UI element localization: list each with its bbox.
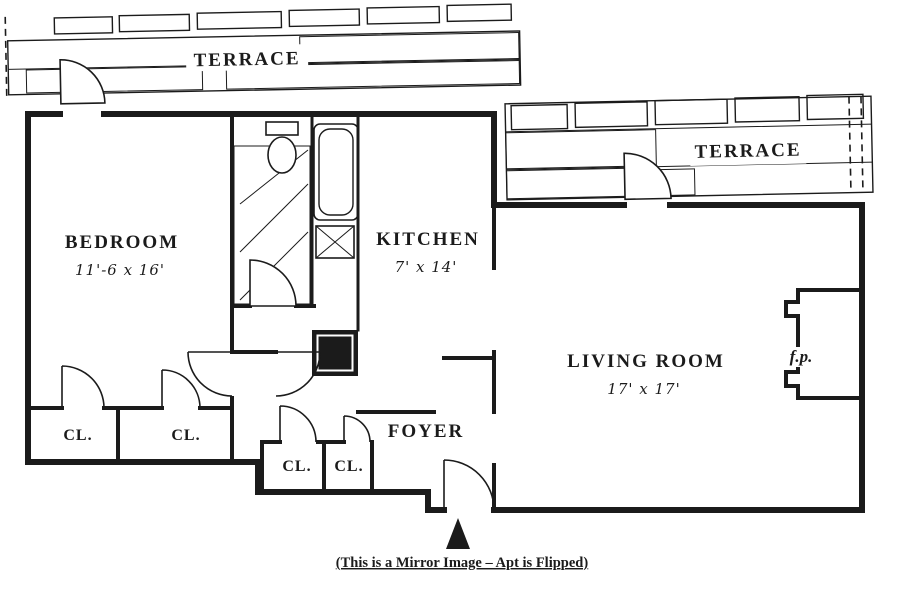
- closet-label-4: CL.: [334, 458, 363, 475]
- kitchen-sink: [315, 225, 355, 259]
- closet-label-3: CL.: [282, 458, 311, 475]
- living-room-dimensions: 17' x 17': [607, 380, 680, 398]
- entrance-arrow-icon: [446, 518, 470, 549]
- terrace-right-label: TERRACE: [694, 140, 801, 163]
- labels: BEDROOM 11'-6 x 16' KITCHEN 7' x 14' LIV…: [63, 229, 823, 475]
- kitchen-label: KITCHEN: [376, 229, 480, 250]
- fireplace-outline: [784, 288, 864, 400]
- foyer-label: FOYER: [388, 421, 465, 442]
- kitchen-dimensions: 7' x 14': [395, 258, 458, 276]
- shaft: [312, 330, 358, 376]
- terrace-top-label: TERRACE: [193, 48, 300, 71]
- closet-label-1: CL.: [63, 427, 92, 444]
- foyer-closet-door-left: [279, 405, 317, 443]
- terrace-right: TERRACE: [504, 93, 874, 201]
- walls: [25, 111, 865, 513]
- toilet: [265, 121, 299, 174]
- fireplace-label: f.p.: [790, 347, 813, 366]
- bedroom-dimensions: 11'-6 x 16': [75, 261, 165, 279]
- terrace-top: TERRACE: [4, 3, 522, 105]
- entry-door: [443, 459, 495, 511]
- bedroom-closet-door-left: [61, 365, 105, 409]
- living-room-terrace-door: [623, 152, 672, 201]
- terrace-door: [59, 59, 106, 105]
- bathroom: [233, 121, 359, 305]
- foyer-closet-door-right: [343, 415, 371, 443]
- bathtub: [313, 123, 359, 221]
- bedroom-label: BEDROOM: [65, 232, 179, 253]
- doors: [61, 259, 495, 511]
- closet-label-2: CL.: [171, 427, 200, 444]
- bathroom-door: [249, 259, 297, 307]
- footer-note: (This is a Mirror Image – Apt is Flipped…: [336, 555, 589, 571]
- bedroom-door: [187, 351, 233, 397]
- bedroom-closet-door-right: [161, 369, 201, 409]
- hall-door: [275, 351, 321, 397]
- living-room-label: LIVING ROOM: [567, 351, 725, 372]
